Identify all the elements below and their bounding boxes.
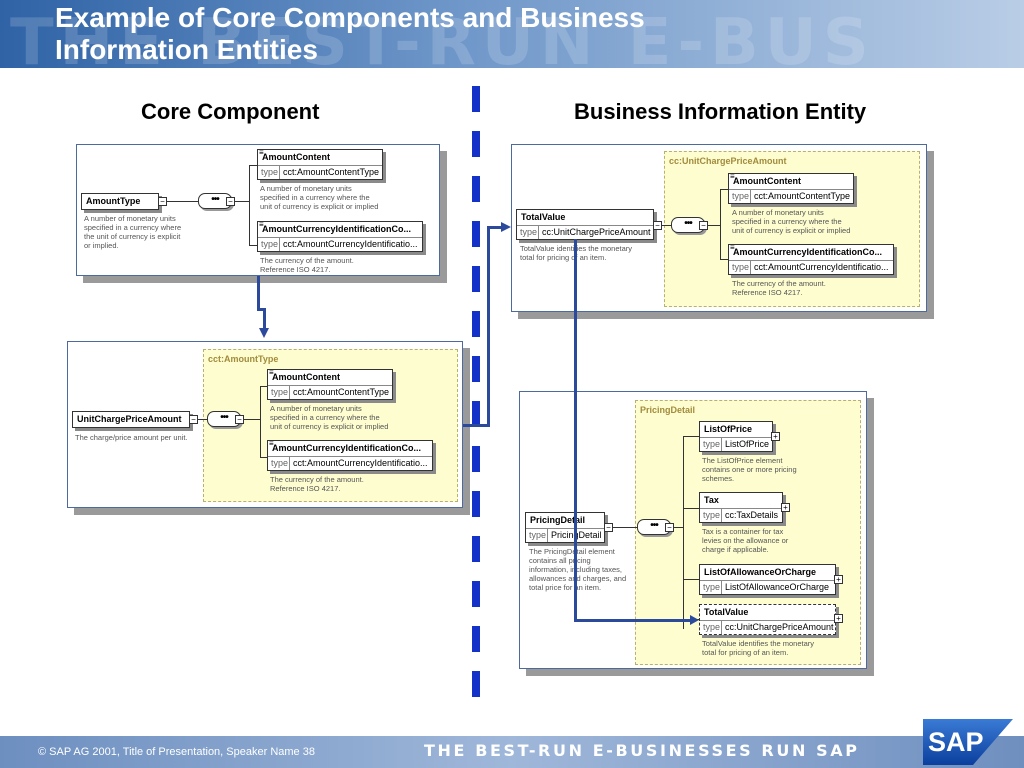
unit-charge-price-group: cc:UnitChargePriceAmount [664,151,920,307]
connector-line [257,276,260,310]
total-value-diagram: cc:UnitChargePriceAmount TotalValue type… [511,144,927,312]
footer-slogan: THE BEST-RUN E-BUSINESSES RUN SAP [424,741,860,760]
core-component-heading: Core Component [141,99,320,124]
sap-logo-icon: SAP [923,719,1013,765]
unit-charge-price-diagram: cct:AmountType UnitChargePriceAmount − T… [67,341,463,508]
pricing-detail-diagram: PricingDetail PricingDetail typePricingD… [519,391,867,669]
slide-title-line-1: Example of Core Components and Business [55,2,645,33]
arrow-head-down-icon [259,328,269,338]
expand-icon[interactable]: + [834,614,843,623]
amount-currency-description: The currency of the amount.Reference ISO… [260,256,354,274]
slide-title: Example of Core Components and Business … [55,2,855,66]
slide-title-line-2: Information Entities [55,34,318,65]
element-icon: ≡ [259,220,264,229]
connector-line [257,308,266,311]
amount-currency-element[interactable]: ≡ AmountCurrencyIdentificationCo... type… [267,439,433,471]
title-bar: THE BEST-RUN E-BUS Example of Core Compo… [0,0,1024,68]
collapse-icon[interactable]: − [699,221,708,230]
element-icon: ≡ [269,439,274,448]
arrow-head-right-icon [501,222,511,232]
element-icon: ≡ [269,368,274,377]
expand-icon[interactable]: + [781,503,790,512]
collapse-icon[interactable]: − [235,415,244,424]
unit-charge-price-description: The charge/price amount per unit. [75,433,188,442]
connector-line [487,226,490,427]
unit-charge-price-amount-element[interactable]: UnitChargePriceAmount [72,411,190,428]
header-watermark: THE BEST-RUN E-BUS [10,6,875,68]
collapse-icon[interactable]: − [226,197,235,206]
arrow-head-right-icon [690,615,699,625]
copyright-text: © SAP AG 2001, Title of Presentation, Sp… [38,746,315,758]
connector-line [463,424,490,427]
collapse-icon[interactable]: − [604,523,613,532]
collapse-icon[interactable]: − [653,221,662,230]
connector-line [263,308,266,330]
amount-type-group: cct:AmountType [203,349,458,502]
amount-currency-element[interactable]: ≡ AmountCurrencyIdentificationCo... type… [728,243,894,275]
expand-icon[interactable]: + [771,432,780,441]
pricing-detail-element[interactable]: PricingDetail typePricingDetail [525,512,605,543]
collapse-icon[interactable]: − [665,523,674,532]
collapse-icon[interactable]: − [158,197,167,206]
element-icon: ≡ [730,243,735,252]
collapse-icon[interactable]: − [189,415,198,424]
footer-bar [0,736,1024,768]
center-divider [472,86,480,700]
bie-heading: Business Information Entity [574,99,867,124]
connector-line [574,619,691,622]
amount-type-element[interactable]: AmountType [81,193,159,210]
expand-icon[interactable]: + [834,575,843,584]
element-icon: ≡ [730,172,735,181]
connector-line [487,226,502,229]
amount-currency-description: The currency of the amount.Reference ISO… [270,475,364,493]
amount-currency-description: The currency of the amount.Reference ISO… [732,279,826,297]
amount-currency-element[interactable]: ≡ AmountCurrencyIdentificationCo... type… [257,220,423,252]
sequence-icon[interactable]: ••• [207,411,241,427]
sap-logo-text: SAP [928,727,984,757]
connector-line [574,239,577,622]
element-icon: ≡ [259,148,264,157]
